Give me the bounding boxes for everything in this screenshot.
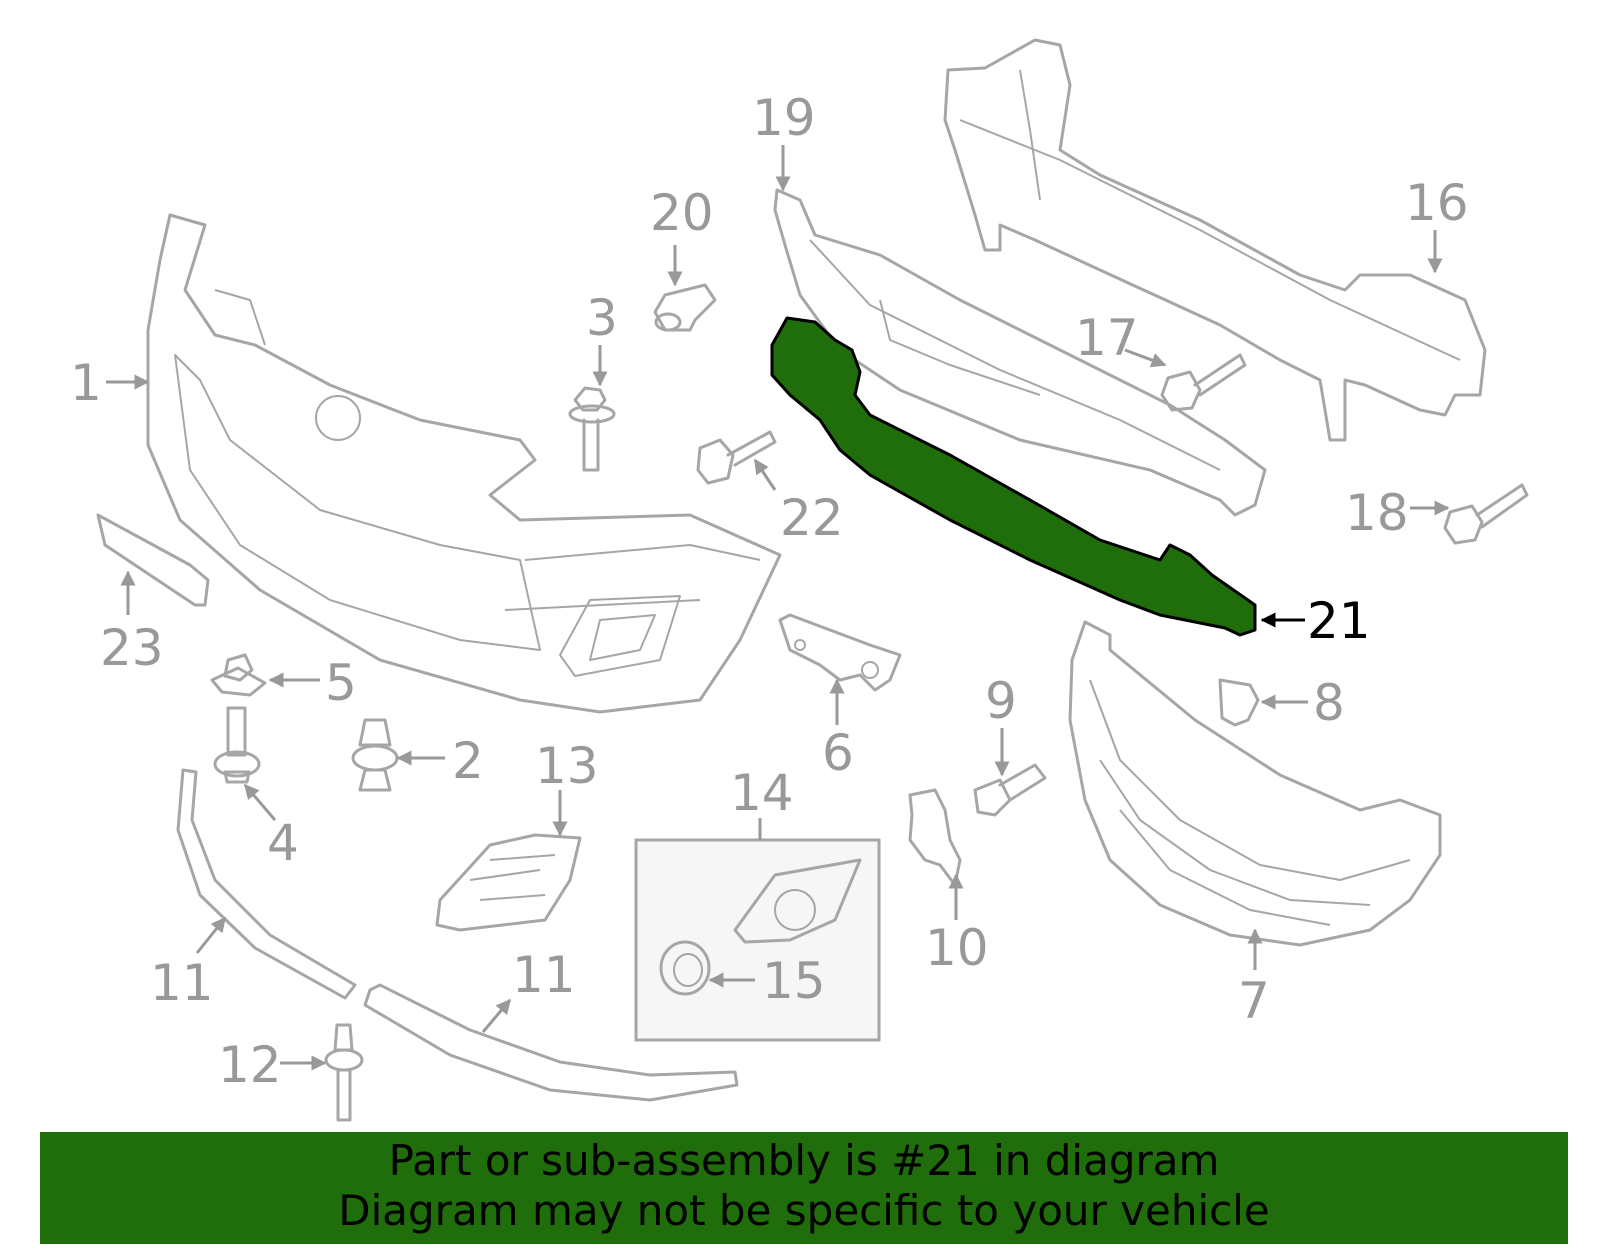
callout-5: 5: [325, 654, 357, 712]
callout-20: 20: [650, 184, 714, 242]
nut-part: [210, 653, 267, 697]
callout-22: 22: [780, 489, 844, 547]
callout-7: 7: [1238, 972, 1270, 1030]
callout-17: 17: [1075, 309, 1139, 367]
callout-21: 21: [1307, 592, 1371, 650]
clip-part: [324, 1023, 364, 1122]
callout-9: 9: [985, 672, 1017, 730]
bolt-part: [1443, 483, 1529, 545]
callout-labels: 1 2 3 4 5 6 7 8 9 10 11 11 12 13 14 15 1…: [70, 89, 1469, 1094]
callout-1: 1: [70, 354, 102, 412]
callout-12: 12: [218, 1036, 282, 1094]
callout-4: 4: [267, 814, 299, 872]
bolt-part: [568, 386, 616, 472]
highlighted-part-21: [770, 316, 1257, 637]
trim-strip-part: [96, 513, 210, 607]
banner-line-1: Part or sub-assembly is #21 in diagram: [388, 1136, 1220, 1185]
fog-lamp-bezel-part: [733, 858, 862, 944]
molding-part-right: [363, 983, 739, 1102]
bolt-part: [696, 430, 777, 485]
info-banner: Part or sub-assembly is #21 in diagram D…: [40, 1132, 1568, 1244]
bracket-part: [778, 613, 902, 692]
grille-part: [1068, 620, 1442, 947]
reinforcement-bar-part: [943, 38, 1487, 442]
callout-8: 8: [1313, 674, 1345, 732]
push-clip-part: [351, 718, 399, 792]
callout-19: 19: [752, 89, 816, 147]
bracket-part: [908, 788, 962, 887]
callout-14: 14: [730, 764, 794, 822]
banner-line-2: Diagram may not be specific to your vehi…: [338, 1186, 1270, 1235]
bumper-cover-part: [146, 213, 782, 714]
callout-16: 16: [1405, 174, 1469, 232]
callout-3: 3: [586, 289, 618, 347]
callout-15: 15: [762, 952, 826, 1010]
clip-part: [653, 283, 717, 332]
bolt-part: [1160, 353, 1247, 412]
bolt-part: [213, 706, 261, 784]
callout-2: 2: [452, 732, 484, 790]
clip-part: [973, 763, 1047, 817]
callout-11-left: 11: [150, 954, 214, 1012]
callout-6: 6: [822, 724, 854, 782]
energy-absorber-part: [773, 188, 1267, 517]
bracket-part: [1218, 678, 1260, 727]
callout-arrows: [106, 145, 1450, 1071]
callout-18: 18: [1345, 484, 1409, 542]
fog-lamp-cover-part: [435, 833, 582, 932]
molding-part-left: [176, 768, 357, 1000]
fog-lamp-ring-part: [659, 940, 711, 996]
callout-11-right: 11: [512, 946, 576, 1004]
callout-13: 13: [535, 737, 599, 795]
callout-23: 23: [100, 619, 164, 677]
callout-10: 10: [925, 919, 989, 977]
